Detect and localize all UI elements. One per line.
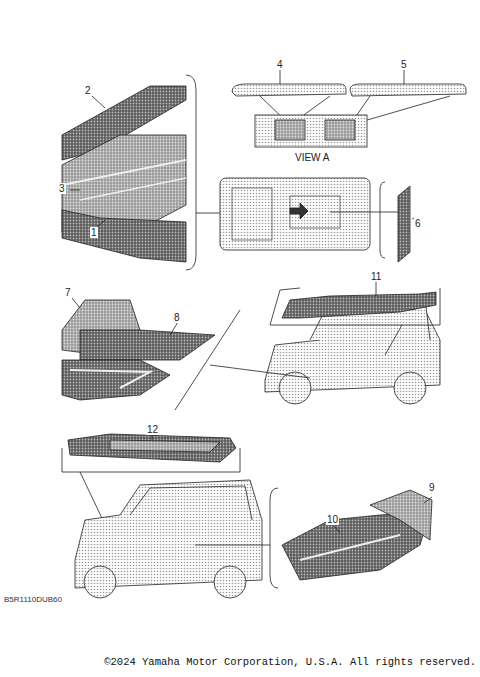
callout-number: 11 [370, 271, 382, 282]
callout-number: 4 [276, 59, 284, 70]
copyright-caption: ©2024 Yamaha Motor Corporation, U.S.A. A… [104, 656, 476, 668]
callout-number: 2 [84, 85, 92, 96]
callout-number: 9 [428, 482, 436, 493]
callout-number: 1 [90, 227, 98, 238]
callout-number: 3 [58, 183, 66, 194]
callout-number: 7 [64, 287, 72, 298]
callout-number: 12 [146, 424, 159, 435]
callout-number: 10 [326, 514, 339, 525]
callout-number: 5 [400, 59, 408, 70]
callout-number: 6 [414, 218, 422, 229]
view-label: VIEW A [294, 152, 330, 163]
drawing-code: B5R1110DUB60 [3, 594, 63, 605]
callout-number: 8 [173, 312, 181, 323]
